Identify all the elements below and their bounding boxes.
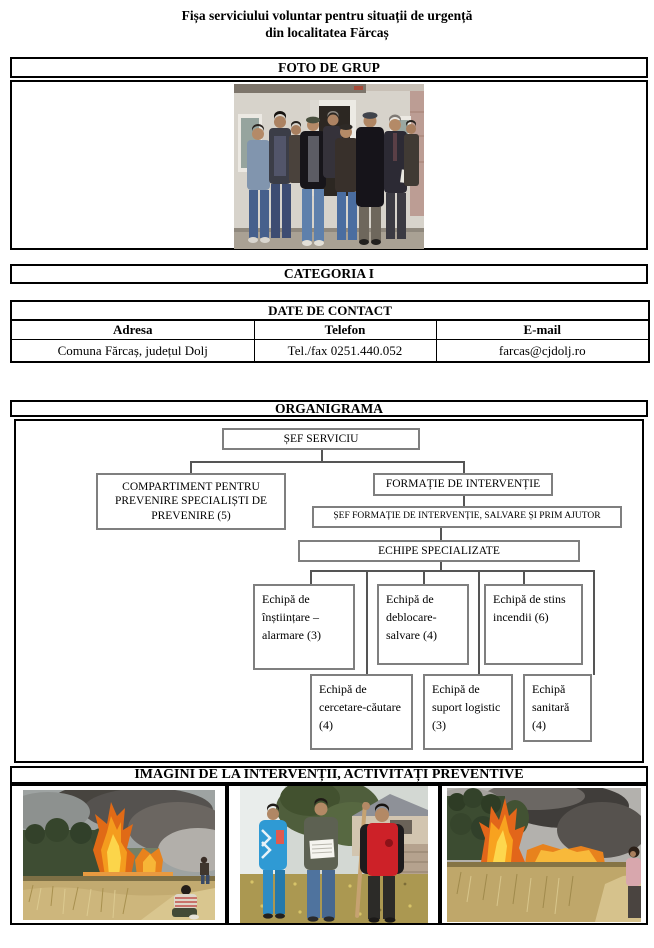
org-node-echipe-specializate: ECHIPE SPECIALIZATE <box>298 540 580 562</box>
org-chart: ȘEF SERVICIU COMPARTIMENT PENTRU PREVENI… <box>14 419 644 763</box>
org-connector-line <box>593 570 595 675</box>
person-2 <box>269 111 291 238</box>
page-title-line1: Fișa serviciului voluntar pentru situați… <box>181 8 473 23</box>
section-header-imagini: IMAGINI DE LA INTERVENȚII, ACTIVITĂȚI PR… <box>10 766 648 784</box>
org-node-echipa-deblocare-salvare: Echipă de deblocare-salvare (4) <box>377 584 469 665</box>
contact-col-adresa: Adresa <box>10 319 255 340</box>
volunteer-with-paper <box>303 798 338 922</box>
org-connector-line <box>463 461 465 474</box>
contact-col-email: E-mail <box>435 319 650 340</box>
org-connector-line <box>523 570 525 585</box>
intervention-photo-fire-1 <box>22 789 215 920</box>
org-node-formatie-interventie: FORMAȚIE DE INTERVENȚIE <box>373 473 553 496</box>
volunteer-red-vest <box>354 802 404 923</box>
photo-cell-1 <box>10 784 227 925</box>
categoria-label: CATEGORIA I <box>283 266 375 281</box>
section-header-categoria: CATEGORIA I <box>10 264 648 284</box>
org-node-sef-serviciu: ȘEF SERVICIU <box>222 428 420 450</box>
organigrama-label: ORGANIGRAMA <box>275 400 383 416</box>
intervention-photos-row <box>10 784 648 925</box>
bystander-figure <box>626 846 641 918</box>
person-1 <box>247 124 270 243</box>
org-connector-line <box>366 570 368 675</box>
page-title: Fișa serviciului voluntar pentru situați… <box>0 7 654 41</box>
crouching-person-figure <box>171 884 199 919</box>
org-node-echipa-cercetare-cautare: Echipă de cercetare-căutare (4) <box>310 674 413 750</box>
org-connector-line <box>423 570 425 585</box>
org-node-echipa-instiintare-alarmare: Echipă de înștiințare – alarmare (3) <box>253 584 355 670</box>
group-photo <box>234 84 424 249</box>
org-connector-line <box>463 496 465 507</box>
org-node-echipa-stins-incendii: Echipă de stins incendii (6) <box>484 584 583 665</box>
contact-col-telefon: Telefon <box>253 319 437 340</box>
org-connector-line <box>440 528 442 541</box>
org-connector-line <box>321 450 323 462</box>
org-node-compartiment-prevenire: COMPARTIMENT PENTRU PREVENIRE SPECIALIȘT… <box>96 473 286 530</box>
org-node-echipa-suport-logistic: Echipă de suport logistic (3) <box>423 674 513 750</box>
contact-value-telefon: Tel./fax 0251.440.052 <box>253 339 437 363</box>
contact-table: DATE DE CONTACT Adresa Telefon E-mail Co… <box>10 300 650 363</box>
section-header-foto-de-grup: FOTO DE GRUP <box>10 57 648 78</box>
section-header-foto-label: FOTO DE GRUP <box>278 59 380 75</box>
org-connector-line <box>478 570 480 675</box>
photo-cell-3 <box>440 784 648 925</box>
org-connector-line <box>310 570 312 585</box>
person-8 <box>384 114 412 239</box>
volunteer-blue-tracksuit <box>258 803 287 919</box>
person-4 <box>300 116 326 246</box>
contact-value-email: farcas@cjdolj.ro <box>435 339 650 363</box>
imagini-label: IMAGINI DE LA INTERVENȚII, ACTIVITĂȚI PR… <box>134 767 524 782</box>
person-6 <box>335 124 358 240</box>
person-9 <box>404 120 419 186</box>
org-node-sef-formatie: ȘEF FORMAȚIE DE INTERVENȚIE, SALVARE ȘI … <box>312 506 622 528</box>
photo-cell-2 <box>227 784 440 925</box>
org-connector-line <box>310 570 595 572</box>
intervention-photo-fire-2 <box>447 787 641 922</box>
intervention-photo-volunteers <box>239 786 428 923</box>
group-photo-frame <box>10 80 648 250</box>
standing-child-figure <box>199 856 209 884</box>
org-connector-line <box>190 461 192 474</box>
contact-table-title: DATE DE CONTACT <box>10 300 650 321</box>
org-connector-line <box>190 461 465 463</box>
contact-value-adresa: Comuna Fărcaș, județul Dolj <box>10 339 255 363</box>
org-node-echipa-sanitara: Echipă sanitară (4) <box>523 674 592 742</box>
org-connector-line <box>440 562 442 571</box>
section-header-organigrama: ORGANIGRAMA <box>10 400 648 417</box>
page-title-line2: din localitatea Fărcaș <box>265 25 389 40</box>
person-7 <box>356 112 384 245</box>
